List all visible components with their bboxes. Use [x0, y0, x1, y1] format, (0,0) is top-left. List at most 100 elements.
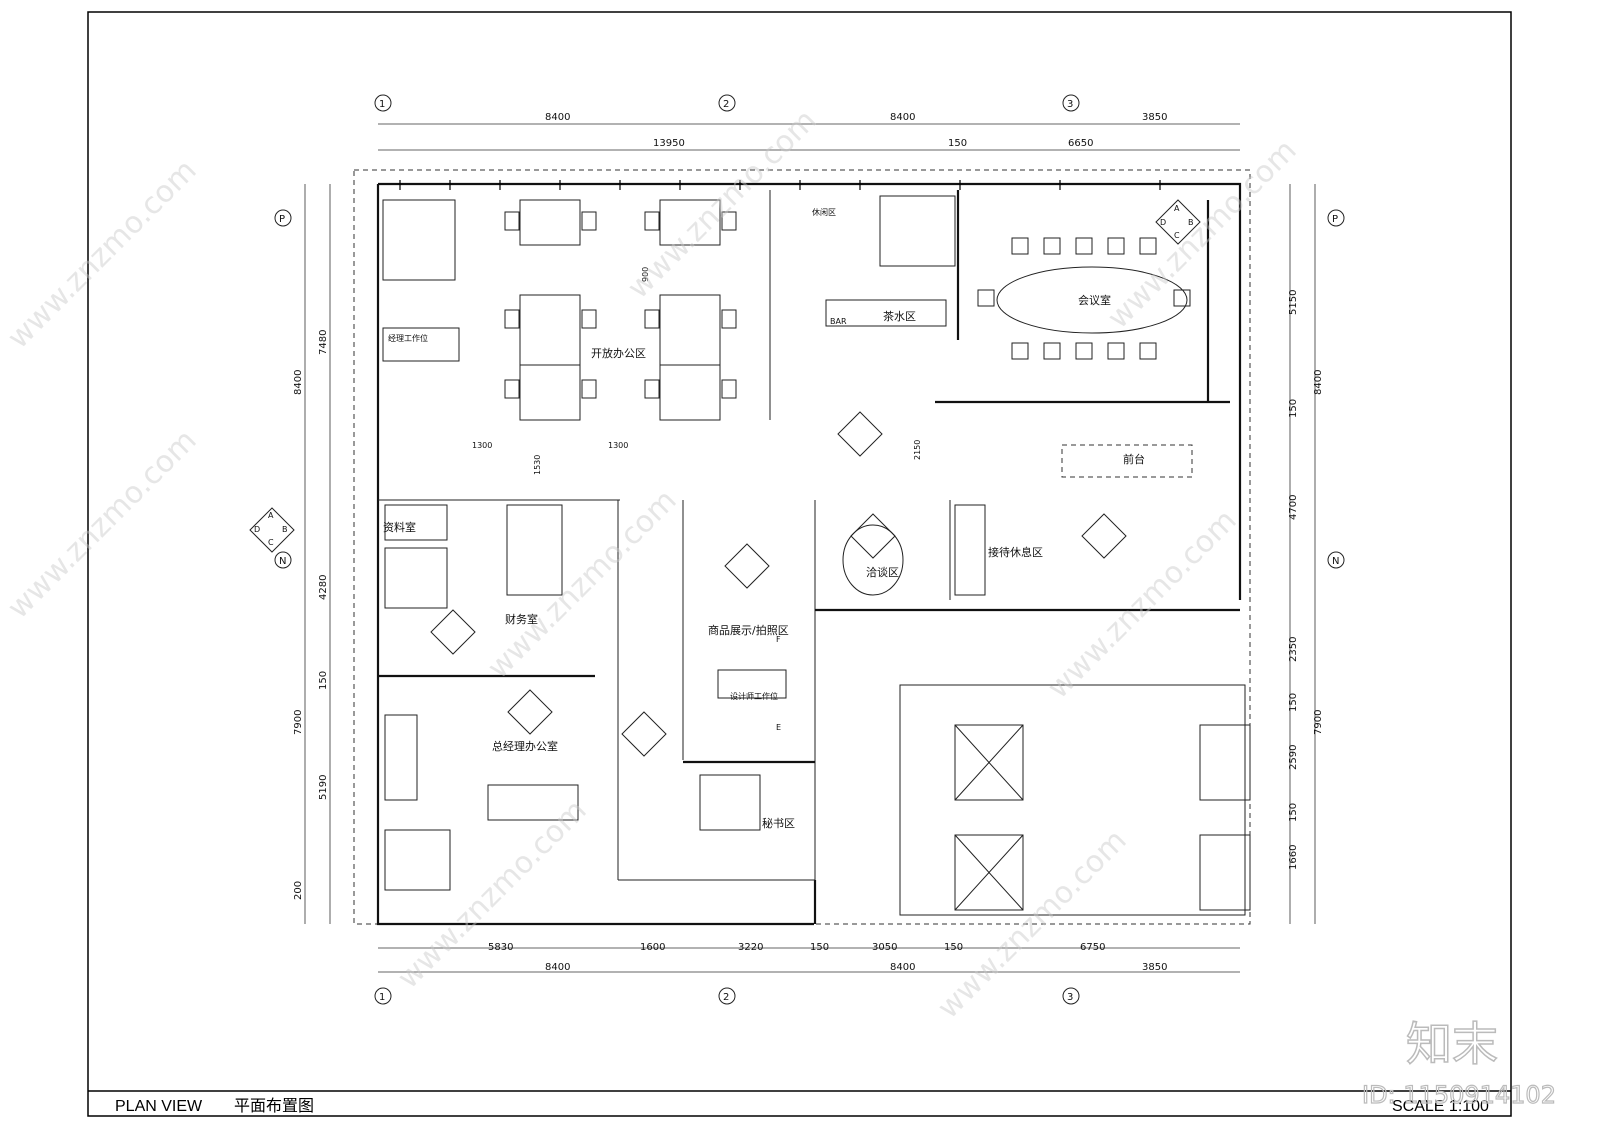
svg-text:1300: 1300 — [608, 441, 628, 450]
axis-label-p-left: P — [279, 214, 285, 225]
plan-title-en: PLAN VIEW — [115, 1098, 203, 1115]
svg-text:8400: 8400 — [890, 962, 915, 973]
plan-title-cn: 平面布置图 — [234, 1097, 314, 1115]
svg-text:150: 150 — [948, 138, 967, 149]
svg-text:5190: 5190 — [318, 775, 329, 800]
svg-text:6750: 6750 — [1080, 942, 1105, 953]
svg-text:8400: 8400 — [293, 370, 304, 395]
axis-label-n-right: N — [1332, 556, 1339, 567]
scale-label: SCALE 1:100 — [1392, 1098, 1489, 1115]
interior-walls — [378, 190, 1240, 924]
room-meeting: 会议室 — [1078, 293, 1111, 307]
room-archive: 资料室 — [383, 520, 416, 534]
svg-text:www.znzmo.com: www.znzmo.com — [1101, 133, 1304, 336]
bottom-dimensions: 5830 1600 3220 150 3050 150 6750 8400 84… — [488, 942, 1167, 973]
room-manager-station: 经理工作位 — [388, 333, 428, 343]
room-bar: BAR — [830, 317, 847, 326]
svg-text:D: D — [254, 525, 260, 534]
svg-text:www.znzmo.com: www.znzmo.com — [481, 483, 684, 686]
axis-label-p-right: P — [1332, 214, 1338, 225]
svg-text:8400: 8400 — [1313, 370, 1324, 395]
svg-text:4280: 4280 — [318, 575, 329, 600]
chairs — [504, 211, 1191, 399]
top-dimensions: 8400 8400 3850 13950 150 6650 — [545, 112, 1167, 149]
room-secretary: 秘书区 — [762, 816, 795, 830]
svg-text:1530: 1530 — [533, 455, 542, 475]
room-lounge: 休闲区 — [812, 207, 836, 217]
svg-text:150: 150 — [810, 942, 829, 953]
svg-text:150: 150 — [1288, 693, 1299, 712]
room-display: 商品展示/拍照区 — [708, 623, 789, 637]
room-gm-office: 总经理办公室 — [492, 739, 558, 753]
right-dimensions: 5150 150 4700 2350 150 2590 150 1660 840… — [1288, 290, 1324, 870]
west-wall — [376, 184, 814, 926]
sheet-border — [87, 11, 1512, 1117]
svg-text:4700: 4700 — [1288, 495, 1299, 520]
watermark-logo: 知末 — [1406, 1017, 1498, 1071]
north-wall — [378, 182, 1242, 262]
grid-bubbles — [274, 94, 1345, 1005]
watermark-id: ID: 1150914102 — [1362, 1081, 1556, 1109]
axis-label-1-bottom: 1 — [379, 992, 385, 1003]
axis-label-2-bottom: 2 — [723, 992, 729, 1003]
room-waiting: 接待休息区 — [988, 545, 1043, 559]
svg-text:www.znzmo.com: www.znzmo.com — [1, 423, 204, 626]
svg-text:2590: 2590 — [1288, 745, 1299, 770]
svg-text:A: A — [268, 511, 274, 520]
svg-text:7900: 7900 — [293, 710, 304, 735]
elevation-symbols — [249, 199, 1201, 757]
svg-text:1660: 1660 — [1288, 845, 1299, 870]
svg-text:C: C — [1174, 231, 1180, 240]
svg-text:5150: 5150 — [1288, 290, 1299, 315]
symbol-f: F — [776, 635, 781, 644]
left-dimensions: 8400 7900 200 7480 4280 150 5190 — [293, 330, 329, 900]
svg-text:3850: 3850 — [1142, 112, 1167, 123]
svg-text:6650: 6650 — [1068, 138, 1093, 149]
svg-text:3850: 3850 — [1142, 962, 1167, 973]
room-designer-station: 设计师工作位 — [730, 691, 778, 701]
svg-text:150: 150 — [318, 671, 329, 690]
symbol-e: E — [776, 723, 781, 732]
svg-text:3220: 3220 — [738, 942, 763, 953]
room-pantry: 茶水区 — [883, 310, 916, 323]
room-negotiation: 洽谈区 — [866, 566, 899, 579]
svg-text:3050: 3050 — [872, 942, 897, 953]
axis-label-3-bottom: 3 — [1067, 992, 1073, 1003]
elevation-letters: A B C D A B C D F E — [254, 204, 1194, 732]
svg-text:7900: 7900 — [1313, 710, 1324, 735]
room-reception: 前台 — [1123, 452, 1145, 466]
svg-text:1300: 1300 — [472, 441, 492, 450]
svg-text:B: B — [282, 525, 288, 534]
svg-text:150: 150 — [1288, 803, 1299, 822]
svg-text:8400: 8400 — [545, 112, 570, 123]
svg-text:C: C — [268, 538, 274, 547]
svg-text:1600: 1600 — [640, 942, 665, 953]
axis-label-1-top: 1 — [379, 99, 385, 110]
svg-text:5830: 5830 — [488, 942, 513, 953]
north-windows — [399, 180, 1161, 190]
svg-text:www.znzmo.com: www.znzmo.com — [1041, 503, 1244, 706]
axis-label-n-left: N — [279, 556, 286, 567]
svg-text:7480: 7480 — [318, 330, 329, 355]
svg-text:8400: 8400 — [545, 962, 570, 973]
axis-label-2-top: 2 — [723, 99, 729, 110]
dimension-lines — [304, 123, 1316, 973]
interior-dimensions: 1300 1300 1530 900 2150 — [472, 267, 922, 475]
axis-label-3-top: 3 — [1067, 99, 1073, 110]
room-open-office: 开放办公区 — [591, 346, 646, 360]
svg-text:2150: 2150 — [913, 440, 922, 460]
furniture — [382, 195, 1251, 916]
svg-text:www.znzmo.com: www.znzmo.com — [621, 103, 824, 306]
svg-text:150: 150 — [1288, 399, 1299, 418]
svg-text:www.znzmo.com: www.znzmo.com — [1, 153, 204, 356]
room-finance: 财务室 — [505, 612, 538, 626]
svg-text:B: B — [1188, 218, 1194, 227]
svg-text:8400: 8400 — [890, 112, 915, 123]
svg-text:900: 900 — [641, 267, 650, 282]
svg-text:A: A — [1174, 204, 1180, 213]
svg-text:150: 150 — [944, 942, 963, 953]
svg-text:2350: 2350 — [1288, 637, 1299, 662]
svg-text:D: D — [1160, 218, 1166, 227]
svg-text:200: 200 — [293, 881, 304, 900]
